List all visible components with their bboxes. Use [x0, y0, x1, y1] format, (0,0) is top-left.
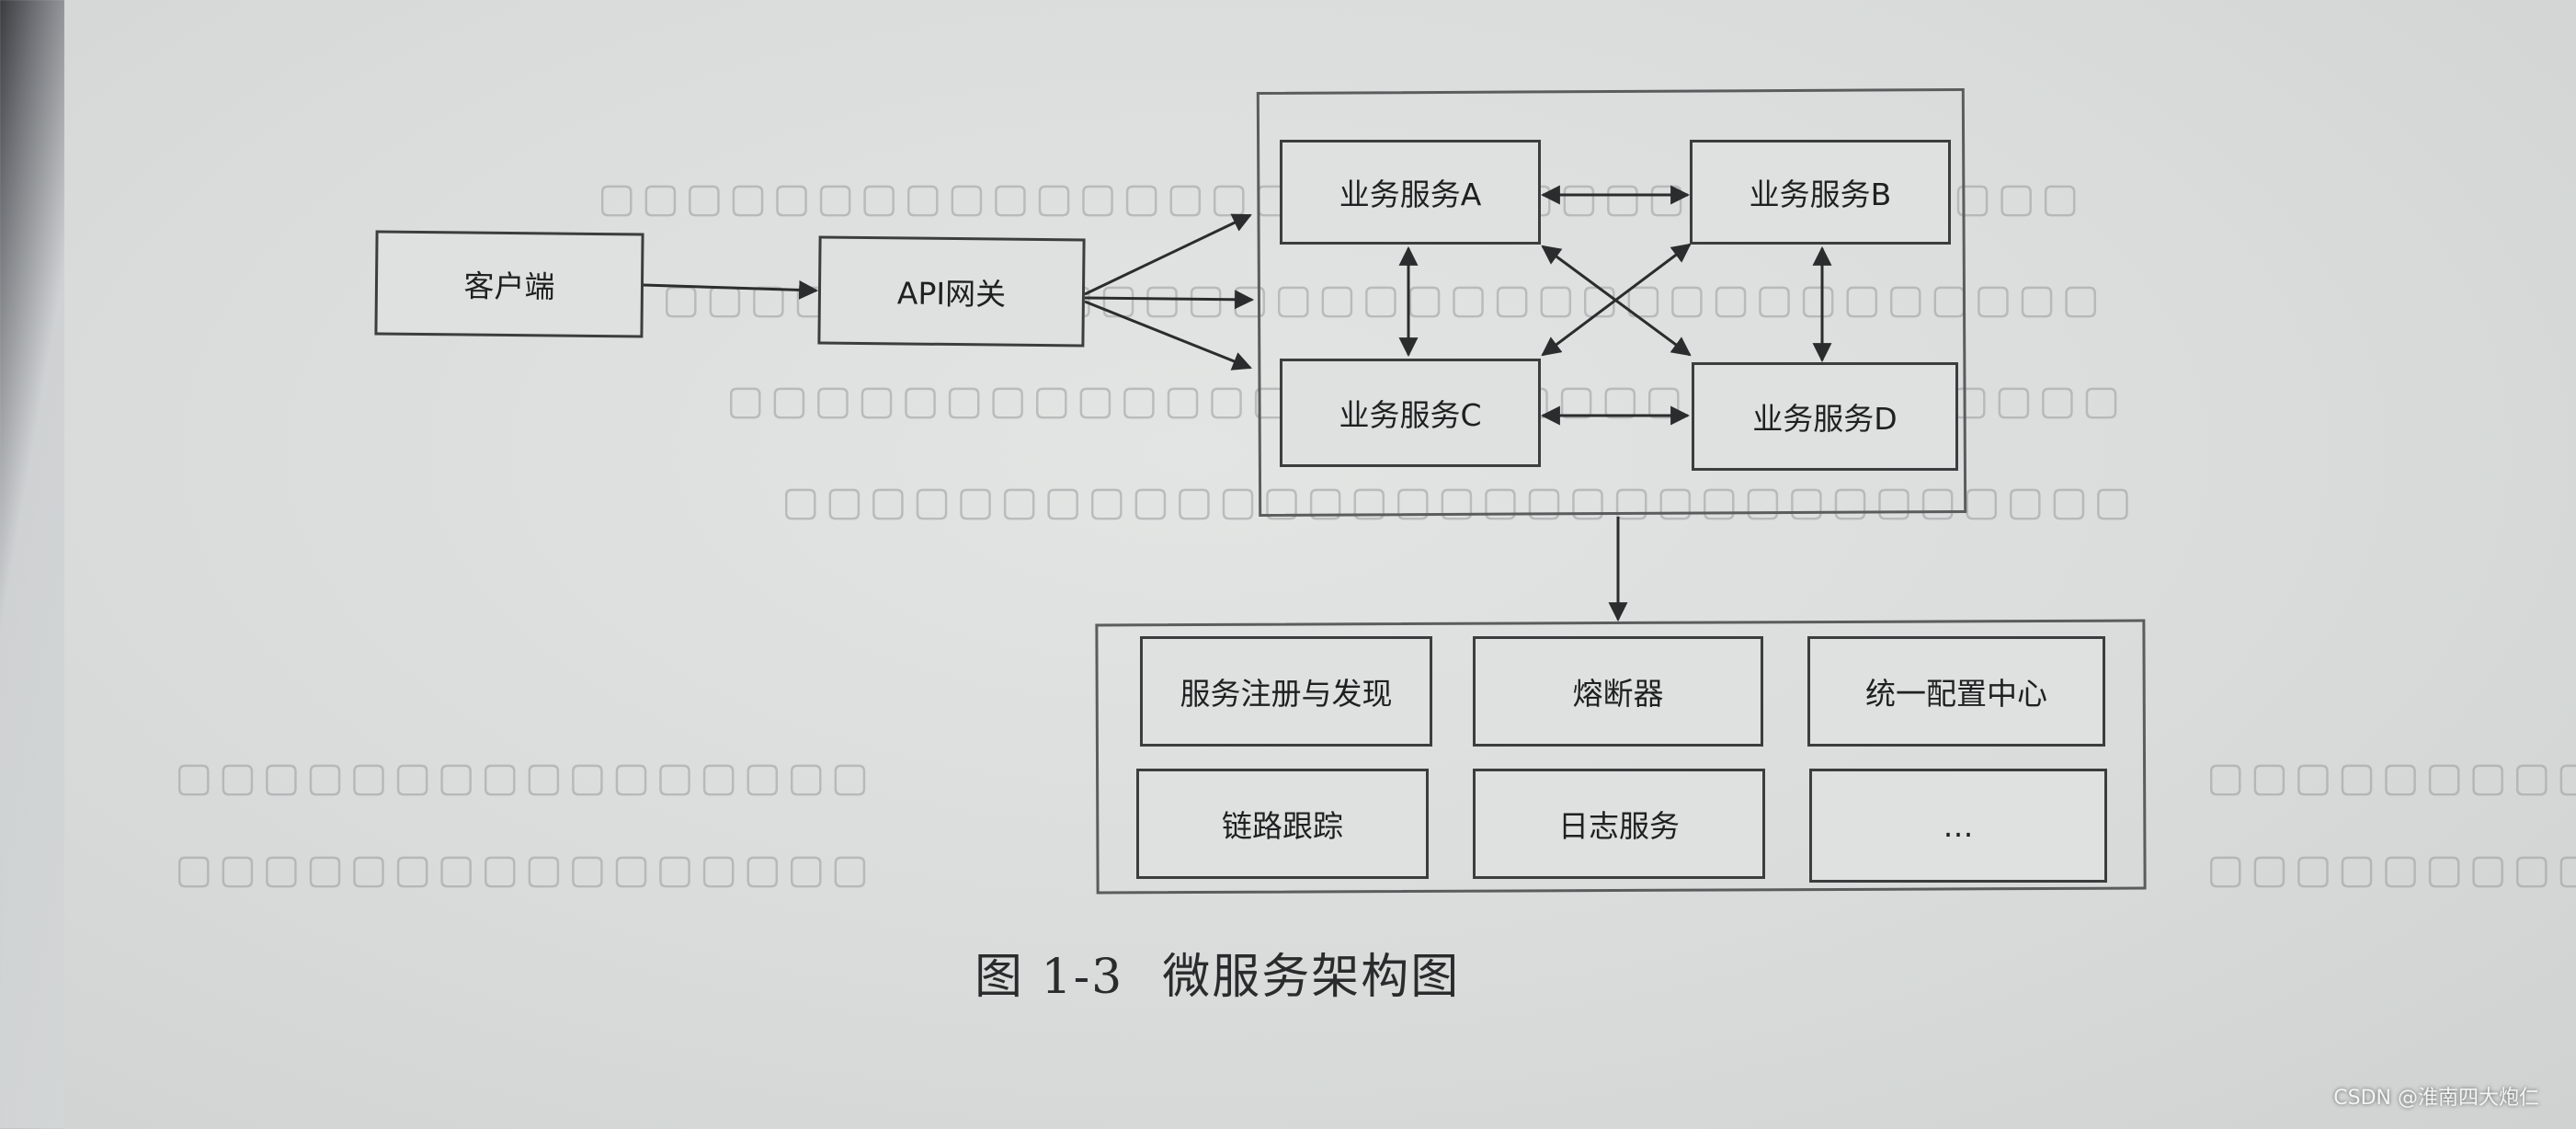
client-box: 客户端 — [374, 230, 644, 338]
bleed-through-text: ▢▢▢▢▢▢▢▢▢▢▢▢▢▢▢▢ — [175, 846, 875, 893]
infra-service-registry-box: 服务注册与发现 — [1140, 636, 1432, 747]
arrow-client-to-gateway — [643, 279, 819, 300]
service-b-box: 业务服务B — [1690, 140, 1951, 245]
infra-circuit-breaker-box: 熔断器 — [1473, 636, 1763, 747]
arrow-gateway-to-services — [1084, 290, 1255, 310]
bleed-through-text: ▢▢▢▢▢▢▢▢▢▢ — [2206, 754, 2576, 801]
service-a-box: 业务服务A — [1280, 140, 1541, 245]
bleed-through-text: ▢▢▢▢▢▢▢▢▢▢▢▢▢▢▢▢▢▢▢▢▢▢▢▢▢▢▢▢▢▢▢ — [781, 478, 2137, 525]
watermark: CSDN @淮南四大炮仁 — [2333, 1087, 2539, 1110]
figure-title: 微服务架构图 — [1162, 950, 1461, 1005]
bleed-through-text: ▢▢▢▢▢▢▢▢▢▢ — [2206, 846, 2576, 893]
arrow-gateway-to-service-c — [1084, 300, 1252, 371]
figure-number: 图 1-3 — [975, 950, 1124, 1005]
figure-caption: 图 1-3 微服务架构图 — [975, 938, 1460, 1007]
infra-tracing-box: 链路跟踪 — [1136, 769, 1429, 879]
arrow-gateway-to-service-a — [1084, 213, 1252, 296]
api-gateway-box: API网关 — [817, 235, 1086, 348]
arrow-b-c — [1541, 243, 1692, 357]
service-d-box: 业务服务D — [1692, 362, 1958, 471]
service-c-box: 业务服务C — [1280, 359, 1541, 467]
bleed-through-text: ▢▢▢▢▢▢▢▢▢▢▢▢▢▢▢▢ — [175, 754, 875, 801]
infra-config-center-box: 统一配置中心 — [1807, 636, 2105, 747]
infra-logging-box: 日志服务 — [1473, 769, 1765, 879]
infra-more-box: … — [1809, 769, 2107, 883]
